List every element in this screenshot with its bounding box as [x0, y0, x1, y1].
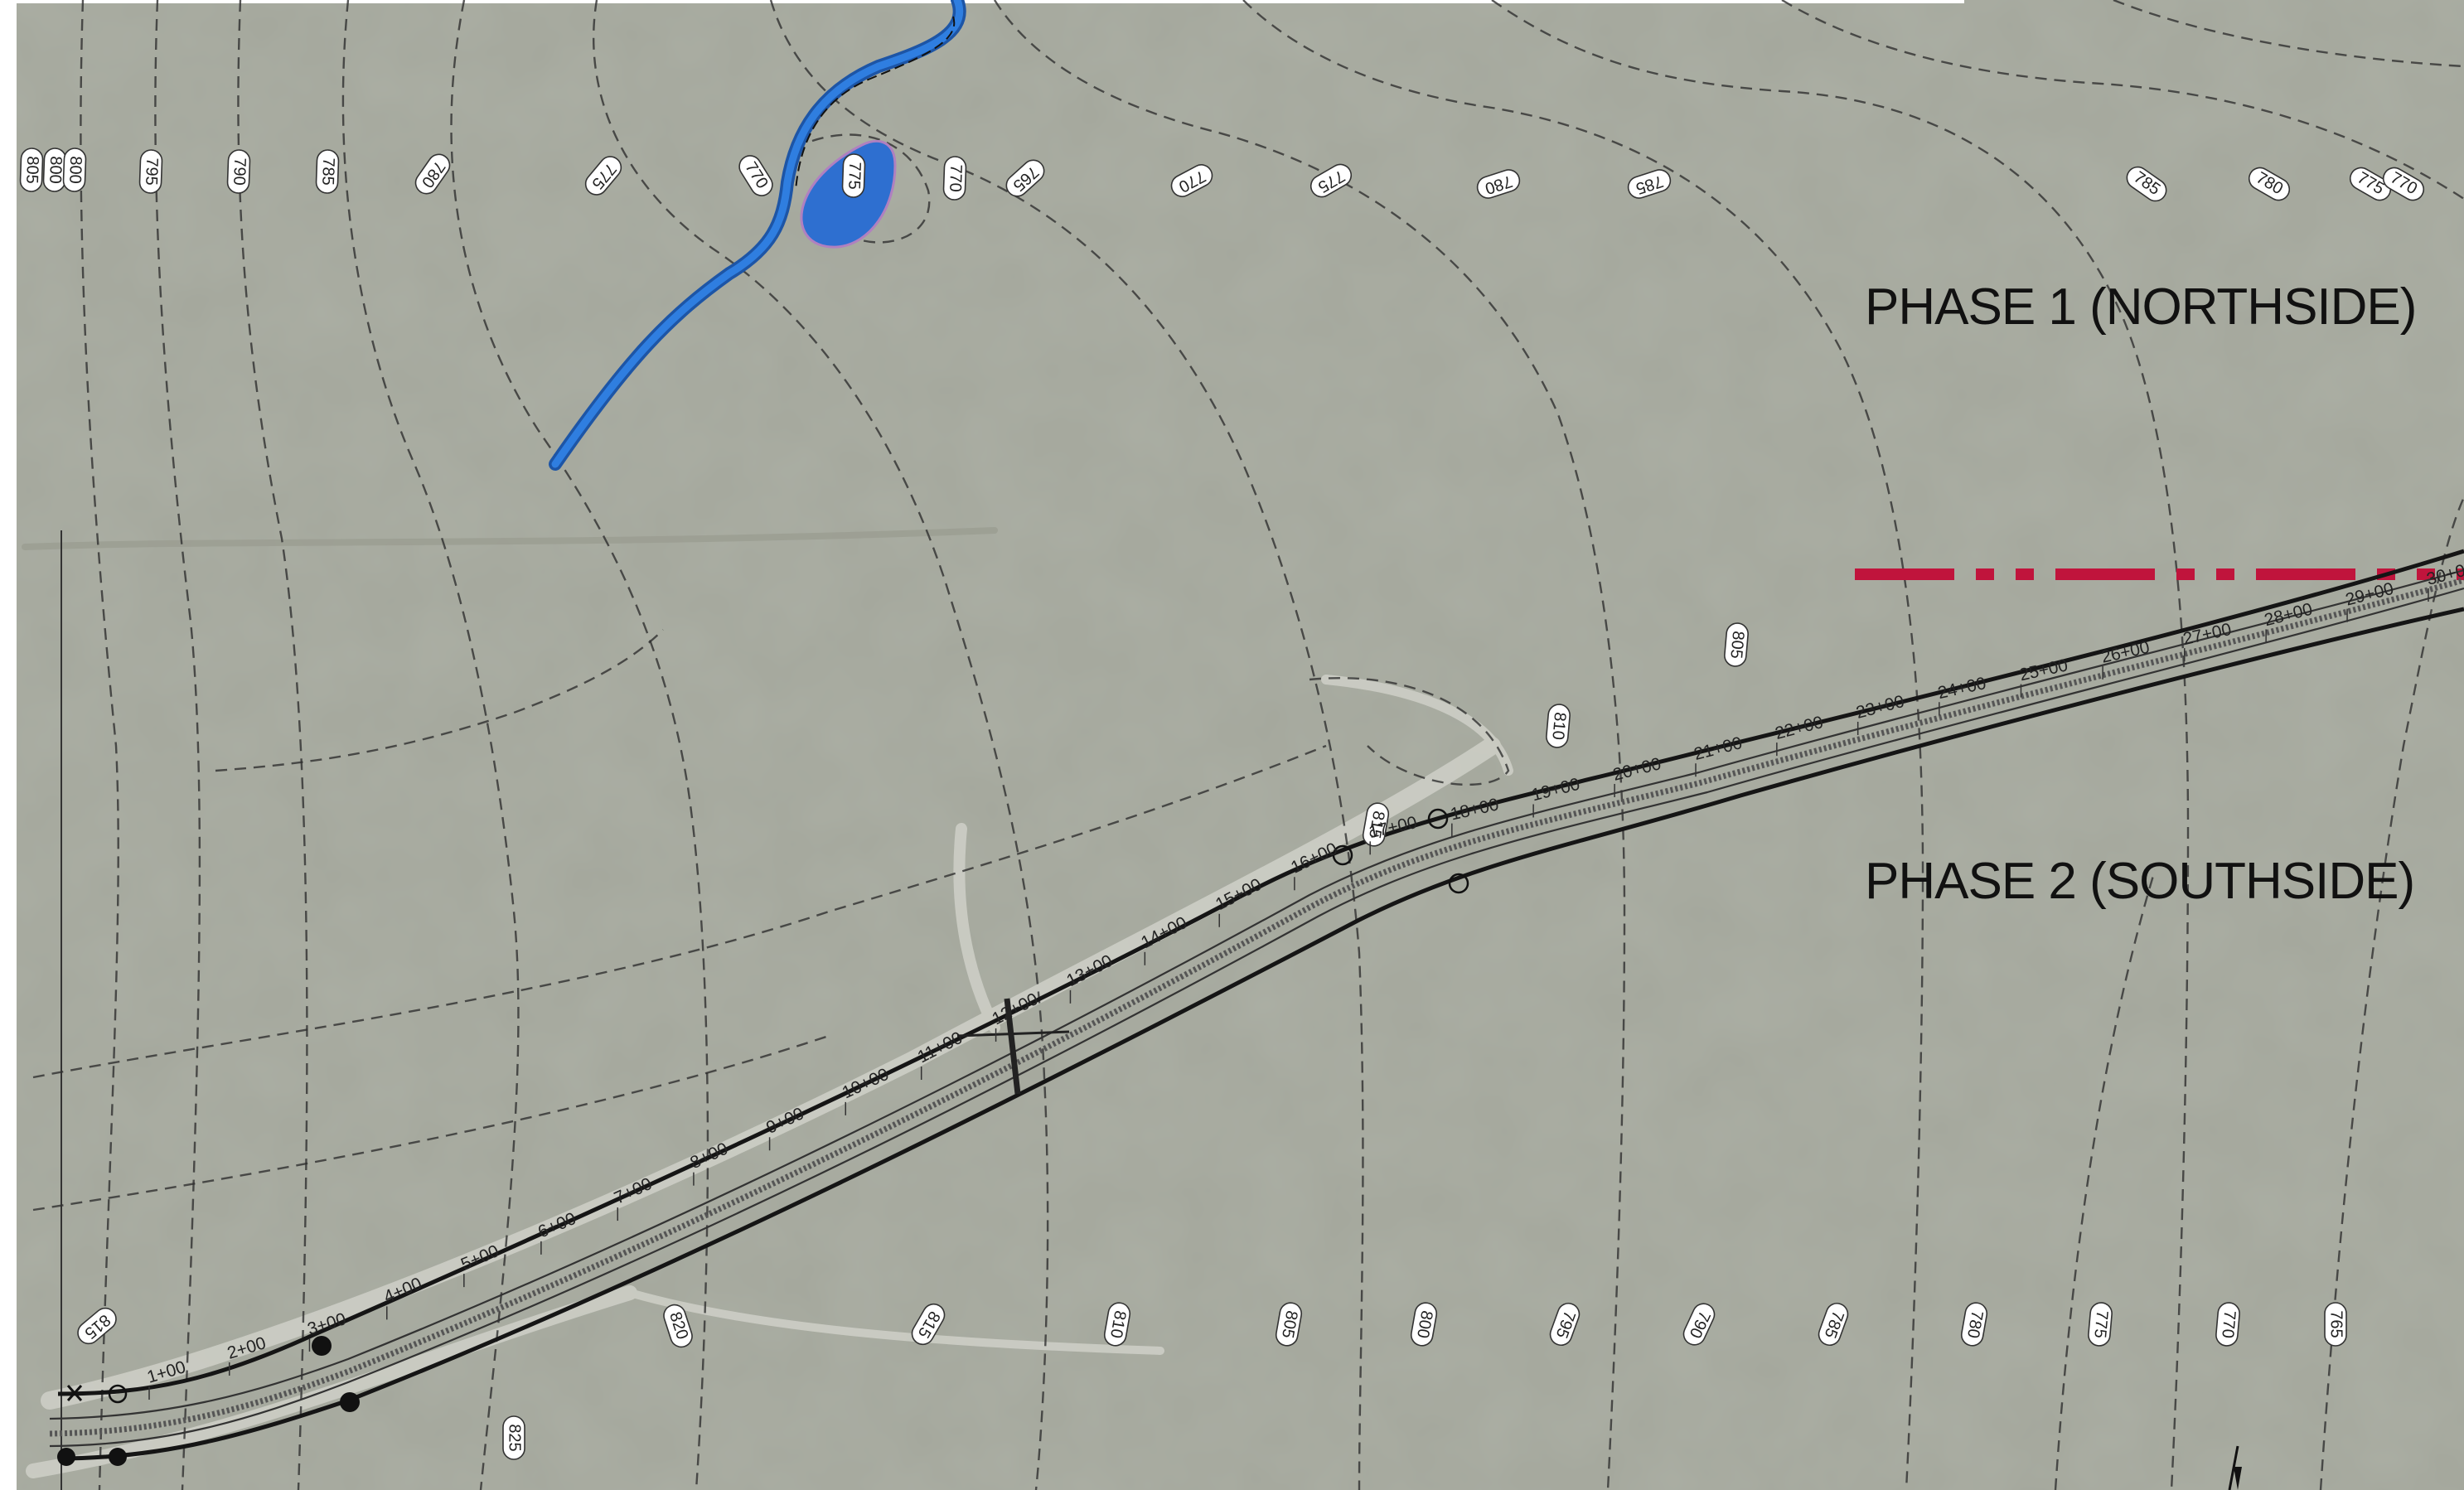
- contour-label: 805: [19, 148, 44, 192]
- svg-text:765: 765: [2327, 1310, 2345, 1338]
- svg-text:775: 775: [845, 162, 864, 190]
- svg-text:805: 805: [1726, 630, 1747, 659]
- contour-label: 790: [226, 149, 251, 194]
- contour-label: 775: [841, 153, 866, 198]
- contour-label: 770: [942, 156, 967, 201]
- svg-text:775: 775: [2090, 1309, 2111, 1338]
- contour-label: 800: [42, 148, 67, 192]
- svg-text:795: 795: [142, 157, 161, 186]
- contour-label: 785: [1627, 169, 1672, 199]
- svg-text:770: 770: [2218, 1309, 2239, 1338]
- road-alignment: [49, 549, 2464, 1490]
- contour-label: 795: [138, 149, 163, 194]
- phase-1-label: PHASE 1 (NORTHSIDE): [1865, 278, 2417, 336]
- svg-text:785: 785: [318, 157, 337, 186]
- contour-label: 795: [1549, 1302, 1581, 1347]
- contour-label: 775: [2088, 1302, 2113, 1347]
- contour-label: 800: [62, 148, 87, 192]
- svg-text:800: 800: [46, 156, 65, 184]
- aerial-texture: [17, 0, 2464, 1490]
- contour-label: 800: [1410, 1302, 1438, 1347]
- contour-label: 825: [502, 1415, 525, 1460]
- svg-text:790: 790: [230, 157, 249, 186]
- svg-text:810: 810: [1548, 711, 1569, 740]
- contour-label: 780: [1960, 1302, 1988, 1347]
- stream-bank-dashed: [795, 16, 956, 191]
- contour-label: 815: [77, 1307, 117, 1345]
- svg-text:805: 805: [22, 156, 41, 184]
- contour-label: 815: [1362, 802, 1390, 847]
- contour-lines: [32, 0, 2464, 1490]
- svg-text:825: 825: [506, 1424, 524, 1451]
- svg-text:770: 770: [946, 164, 965, 192]
- contour-label: 805: [1724, 622, 1749, 667]
- contour-label: 810: [1546, 704, 1571, 748]
- svg-text:800: 800: [65, 156, 85, 184]
- left-margin: [0, 0, 17, 1490]
- top-border-strip: [0, 0, 1964, 3]
- contour-label: 810: [1103, 1302, 1131, 1347]
- stream-centerline: [551, 0, 964, 468]
- phase-2-label: PHASE 2 (SOUTHSIDE): [1865, 853, 2415, 910]
- contour-label: 770: [2215, 1302, 2240, 1347]
- contour-label: 770: [1170, 164, 1213, 197]
- contour-label: 805: [1275, 1302, 1303, 1347]
- contour-label: 785: [315, 149, 340, 194]
- contour-label: 780: [1476, 169, 1521, 199]
- contour-label: 765: [2324, 1302, 2347, 1347]
